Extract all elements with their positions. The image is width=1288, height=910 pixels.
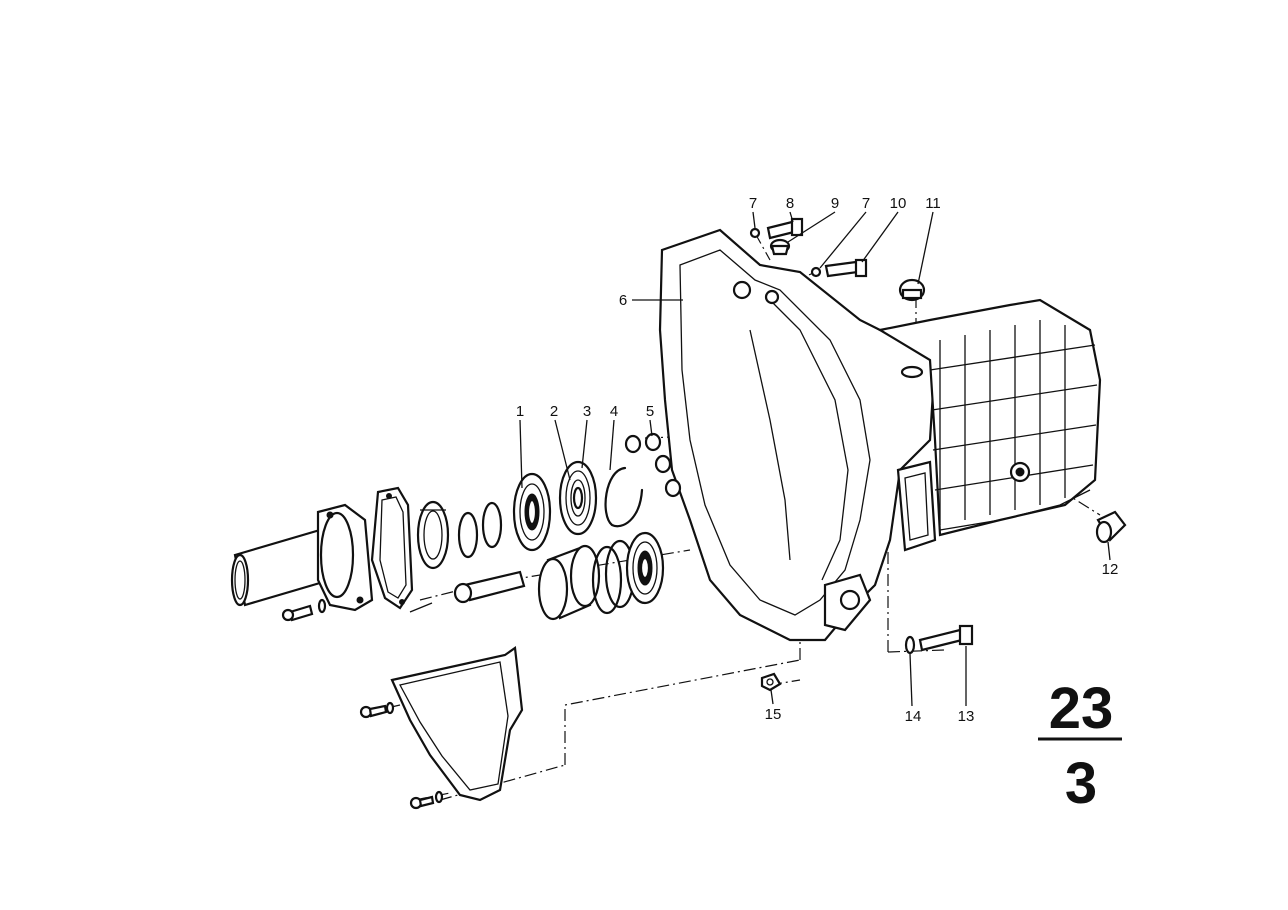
callout-7b: 7	[862, 195, 870, 212]
drain-plug-12	[1095, 510, 1127, 544]
callout-leaders	[519, 211, 1111, 707]
callout-12: 12	[1102, 561, 1119, 578]
nut-15	[760, 672, 782, 692]
callout-5: 5	[646, 403, 654, 420]
snap-ring-4	[604, 466, 644, 528]
callout-14: 14	[905, 708, 922, 725]
group-sub-number: 3	[1065, 751, 1097, 816]
input-shaft-cover	[230, 503, 374, 622]
gasket	[370, 486, 433, 613]
callout-11: 11	[925, 195, 941, 212]
callout-13: 13	[958, 708, 975, 725]
callout-6: 6	[619, 292, 627, 309]
callout-3: 3	[583, 403, 591, 420]
snap-rings-small	[457, 501, 503, 559]
bearing-1	[512, 472, 552, 552]
filler-plug-11	[898, 278, 926, 302]
bolt-8	[749, 217, 804, 240]
callout-2: 2	[550, 403, 558, 420]
washer-14	[904, 635, 916, 655]
callout-labels: 1 2 3 4 5 6 7 8 9 7 10 11 12 13 14 15	[516, 195, 1119, 725]
callout-9: 9	[831, 195, 839, 212]
bearing-2-3	[558, 460, 598, 536]
dowel-pins-5	[624, 432, 682, 498]
guide-bolt	[453, 570, 526, 604]
callout-7a: 7	[749, 195, 757, 212]
callout-1: 1	[516, 403, 524, 420]
bolt-13	[918, 624, 974, 652]
callout-10: 10	[890, 195, 907, 212]
roller-sleeve	[537, 544, 601, 621]
group-main-number: 23	[1049, 676, 1114, 741]
callout-15: 15	[765, 706, 782, 723]
callout-4: 4	[610, 403, 618, 420]
callout-8: 8	[786, 195, 794, 212]
bolt-10	[810, 258, 868, 278]
plug-9	[769, 238, 791, 256]
group-number: 23 3	[1038, 676, 1122, 816]
gearbox-housing	[658, 228, 1102, 642]
lower-bearing	[625, 531, 665, 605]
seal-ring	[416, 500, 450, 570]
dust-cover-plate	[359, 646, 524, 810]
